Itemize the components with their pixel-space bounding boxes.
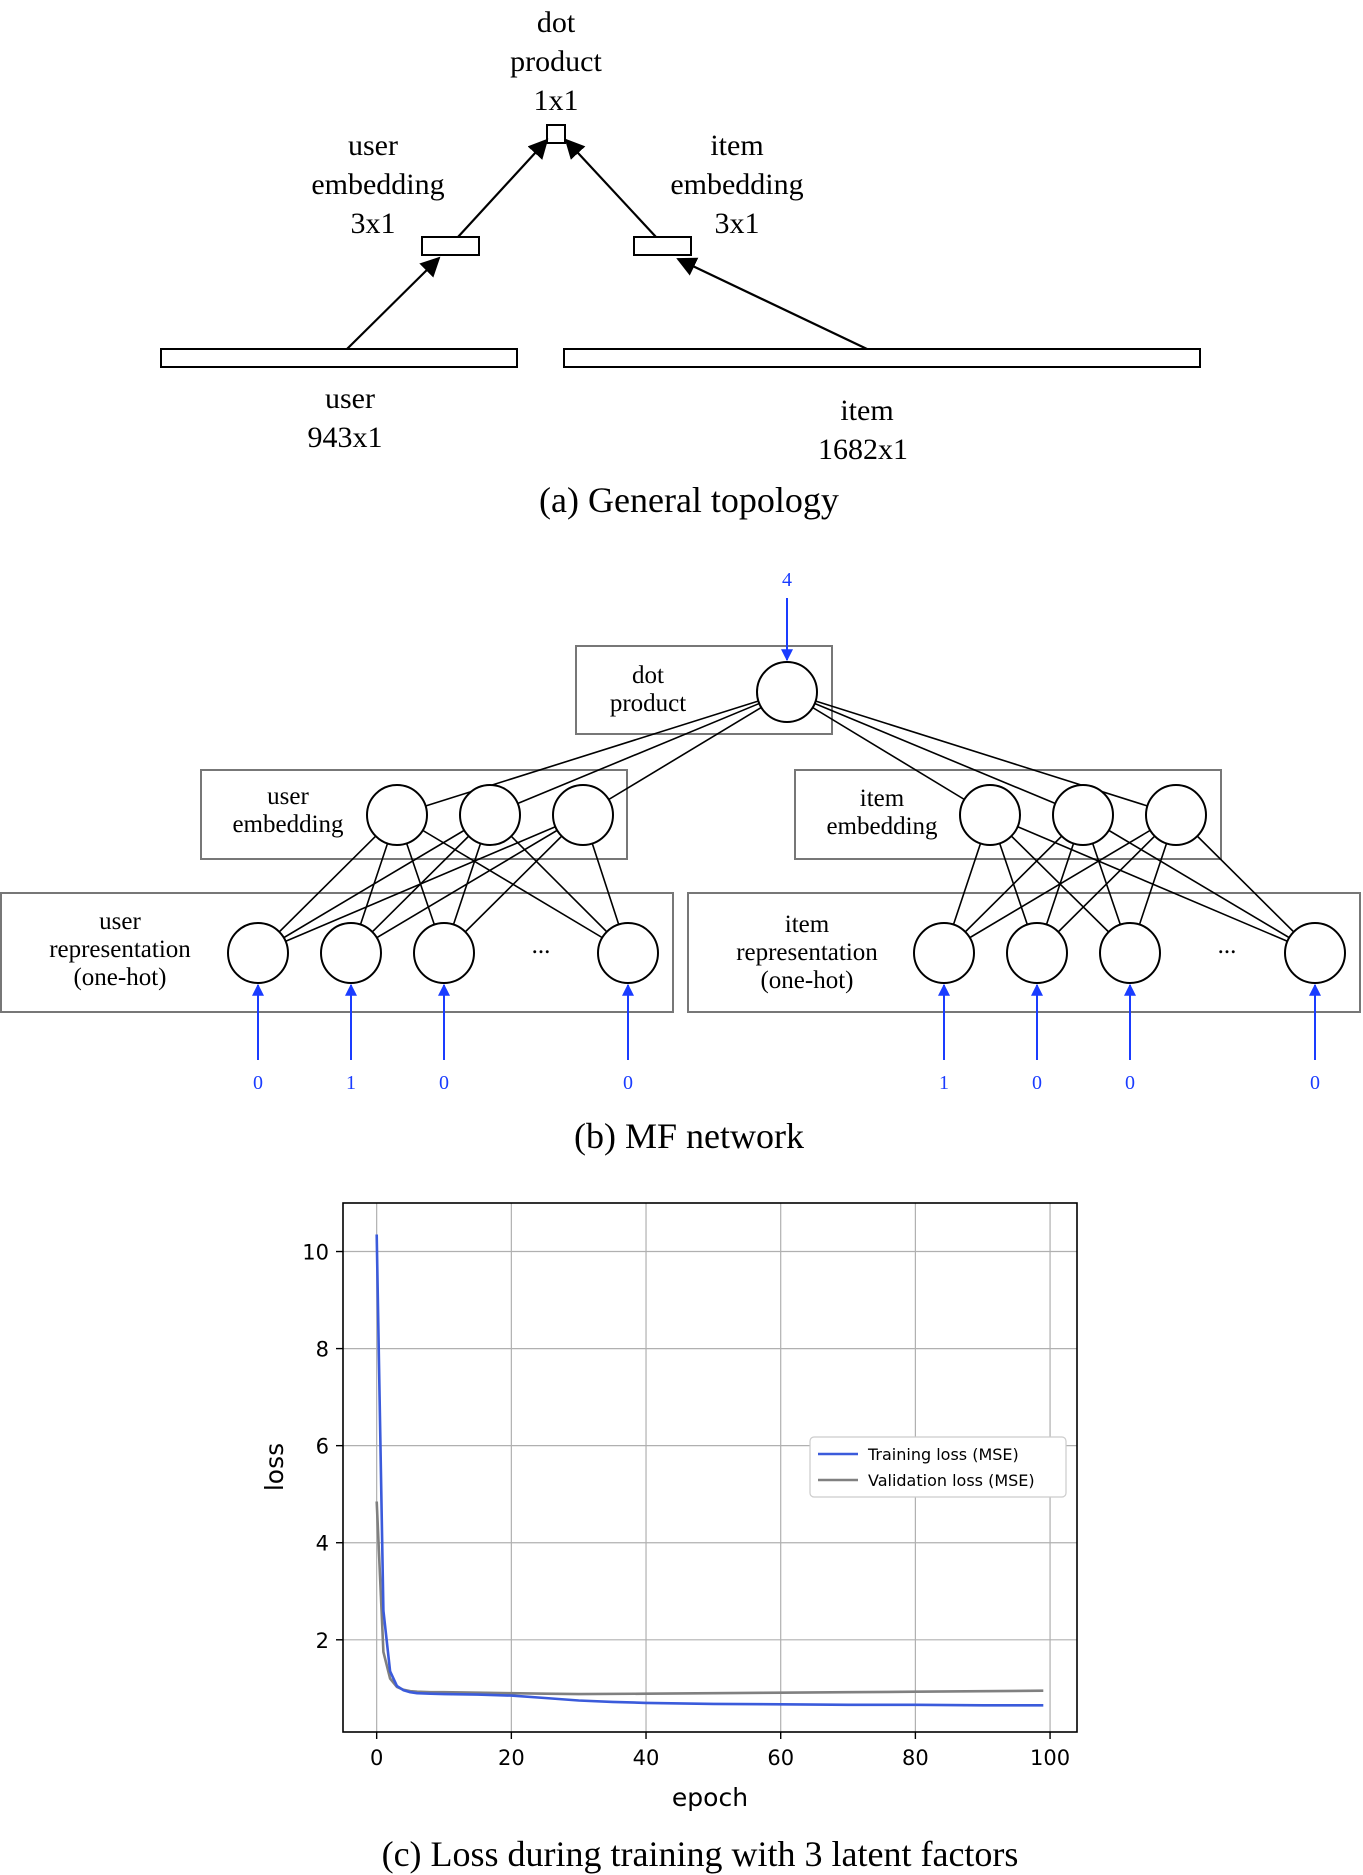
dot-product-group-label-line1: dot [632,662,664,689]
item-input-label-line2: 1682x1 [818,433,908,466]
target-value-label: 4 [782,569,792,591]
item-embedding-node [633,236,692,256]
item-representation-label-line3: (one-hot) [760,967,853,994]
user-input-neuron [597,922,659,984]
item-input-neuron [1006,922,1068,984]
x-axis-label: epoch [672,1783,748,1812]
item-embedding-label-line3: 3x1 [715,207,760,240]
user-input-neuron [320,922,382,984]
item-input-neuron [913,922,975,984]
user-input-neuron [413,922,475,984]
x-tick-label: 80 [902,1746,929,1770]
item-embedding-group-label-line1: item [860,785,905,812]
item-representation-label-line1: item [785,911,830,938]
item-embedding-label-line1: item [710,129,763,162]
item-input-neuron [1099,922,1161,984]
chart-lines [375,1234,1044,1707]
legend-box [809,1436,1067,1498]
user-embedding-node [421,236,480,256]
x-tick-label: 20 [498,1746,525,1770]
loss-chart-caption: (c) Loss during training with 3 latent f… [382,1834,1019,1874]
user-input-to-embedding-arrow [346,256,441,350]
mf-network-caption: (b) MF network [574,1116,804,1156]
item-input-to-embedding-arrow [676,257,868,350]
mf-network-diagram: ... ... dot product user embedding item … [0,569,1361,1156]
dot-product-label-line2: product [510,45,602,78]
user-input-value: 0 [439,1072,449,1094]
item-embedding-neuron [959,784,1021,846]
user-embedding-to-dot-arrow [457,138,549,238]
item-input-neuron [1284,922,1346,984]
user-representation-label-line3: (one-hot) [73,964,166,991]
dot-product-neuron [756,661,818,723]
user-embedding-neuron [459,784,521,846]
topology-caption: (a) General topology [539,480,839,520]
loss-chart: 0 20 40 60 80 100 2 4 6 8 10 epoch loss Training l… [260,1202,1078,1874]
topology-diagram: dot product 1x1 user embedding 3x1 item … [160,6,1201,520]
x-tick-label: 0 [370,1746,383,1770]
user-representation-label-line2: representation [49,936,191,963]
x-tick-label: 60 [767,1746,794,1770]
user-embedding-neuron [366,784,428,846]
user-input-neuron [227,922,289,984]
item-input-value: 1 [939,1072,949,1094]
y-tick-label: 4 [316,1532,329,1556]
item-input-vector [563,348,1201,368]
y-tick-label: 8 [316,1338,329,1362]
item-embedding-to-dot-arrow [564,138,657,238]
dot-product-group-box [575,645,833,735]
user-input-ellipsis: ... [532,932,551,959]
user-input-vector [160,348,518,368]
plot-frame [342,1202,1078,1733]
user-representation-label-line1: user [99,908,141,935]
user-representation-group-box [0,892,674,1013]
y-tick-label: 2 [316,1629,329,1653]
legend-label-validation: Validation loss (MSE) [868,1471,1035,1490]
chart-ticks: 0 20 40 60 80 100 2 4 6 8 10 [302,1241,1070,1770]
user-embedding-label-line2: embedding [311,168,444,201]
y-tick-label: 6 [316,1435,329,1459]
item-representation-group-box [687,892,1361,1013]
item-input-value: 0 [1125,1072,1135,1094]
user-embedding-neuron [552,784,614,846]
item-embedding-neuron [1145,784,1207,846]
item-representation-label-line2: representation [736,939,878,966]
dot-product-label-line1: dot [537,6,576,39]
user-embedding-label-line3: 3x1 [351,207,396,240]
user-input-value: 1 [346,1072,356,1094]
item-embedding-group-label-line2: embedding [826,813,938,840]
user-input-label-line1: user [325,382,375,415]
user-embedding-label-line1: user [348,129,398,162]
legend-label-training: Training loss (MSE) [867,1445,1019,1464]
y-tick-label: 10 [302,1241,329,1265]
user-input-value: 0 [623,1072,633,1094]
item-embedding-label-line2: embedding [670,168,803,201]
chart-legend: Training loss (MSE) Validation loss (MSE… [809,1436,1067,1498]
x-tick-label: 100 [1030,1746,1070,1770]
item-input-value: 0 [1310,1072,1320,1094]
user-embedding-group-box [200,769,628,860]
user-input-label-line2: 943x1 [308,421,383,454]
y-axis-label: loss [260,1443,289,1491]
user-embedding-group-label-line2: embedding [232,811,344,838]
dot-product-group-label-line2: product [610,690,686,717]
dot-product-label-line3: 1x1 [534,84,579,117]
item-input-label-line1: item [840,394,893,427]
item-embedding-group-box [794,769,1222,860]
training-loss-line [375,1234,1044,1707]
item-embedding-neuron [1052,784,1114,846]
item-input-value: 0 [1032,1072,1042,1094]
dot-product-node [546,124,566,144]
user-embedding-group-label-line1: user [267,783,309,810]
item-input-ellipsis: ... [1218,932,1237,959]
x-tick-label: 40 [633,1746,660,1770]
user-input-value: 0 [253,1072,263,1094]
validation-loss-line [375,1501,1044,1696]
